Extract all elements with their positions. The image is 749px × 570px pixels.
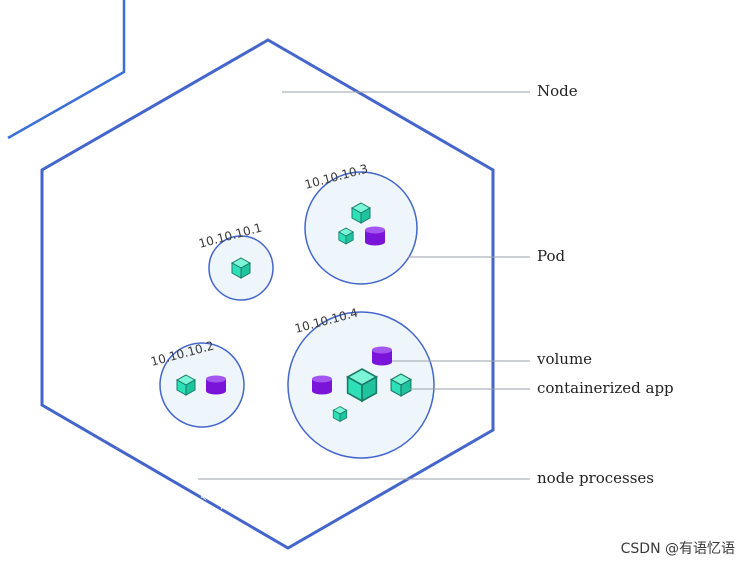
volume-icon xyxy=(312,375,332,395)
volume-icon xyxy=(206,375,226,395)
container-icon xyxy=(332,406,348,422)
node-hexagon xyxy=(40,38,495,550)
container-icon xyxy=(346,368,378,402)
volume-label: volume xyxy=(536,350,592,368)
containerized-app-label: containerized app xyxy=(537,379,674,397)
node-label: Node xyxy=(537,82,578,100)
watermark: CSDN @有语忆语 xyxy=(620,541,735,557)
container-icon xyxy=(351,202,371,224)
container-icon xyxy=(231,257,251,279)
volume-icon xyxy=(365,226,385,246)
volume-icon xyxy=(372,346,392,366)
pod-label: Pod xyxy=(537,247,566,265)
node-processes-label: node processes xyxy=(537,469,654,487)
container-icon xyxy=(338,227,354,245)
container-icon xyxy=(390,373,412,397)
container-icon xyxy=(176,374,196,396)
background-hex-edge xyxy=(7,0,126,140)
